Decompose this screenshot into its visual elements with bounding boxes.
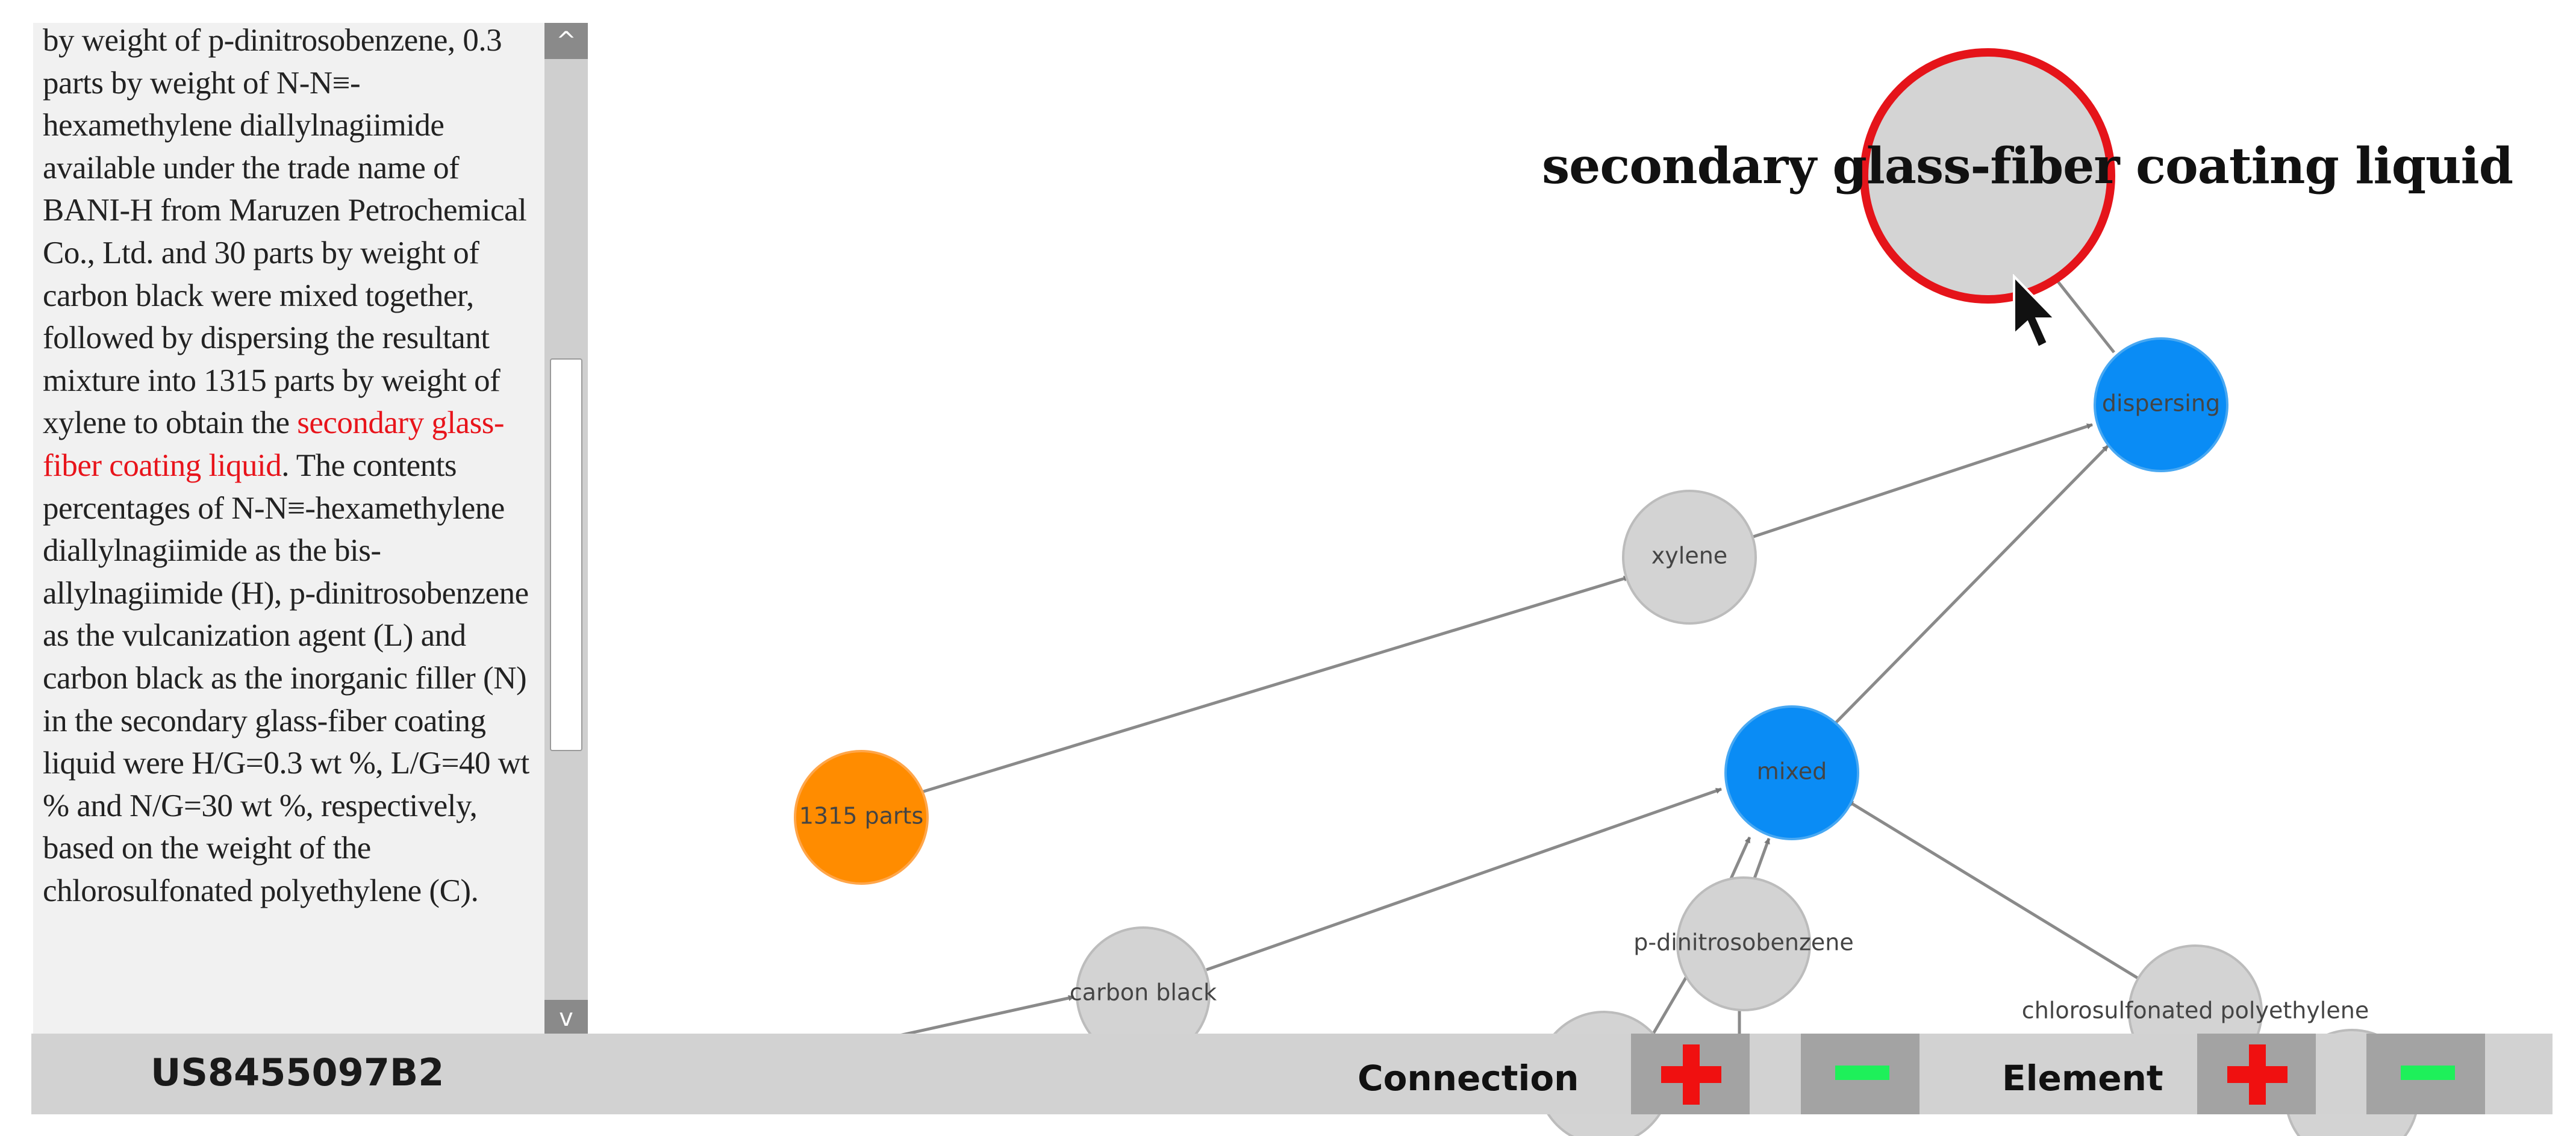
scroll-down-button[interactable]: v xyxy=(544,1000,588,1036)
node-label: mixed xyxy=(1757,758,1827,785)
element-label: Element xyxy=(2002,1058,2163,1099)
node-label: carbon black xyxy=(1070,979,1217,1006)
edge-mixed-to-dispersing[interactable] xyxy=(1830,445,2109,729)
graph-nodes: dispersing xylene mixed 1315 parts carbo… xyxy=(794,48,2419,1136)
node-label: p-dinitrosobenzene xyxy=(1633,929,1854,956)
node-carbon-black[interactable]: carbon black xyxy=(1070,926,1217,1061)
node-label: chlorosulfonated polyethylene xyxy=(2022,997,2369,1024)
node-1315-parts[interactable]: 1315 parts xyxy=(794,750,929,885)
minus-icon xyxy=(2401,1066,2455,1080)
edge-offscreen-to-p-dinitrosobenzene[interactable] xyxy=(1651,967,1693,1035)
graph-title: secondary glass-fiber coating liquid xyxy=(1542,137,2513,195)
node-label: 1315 parts xyxy=(799,803,924,829)
bottom-toolbar: US8455097B2 Connection Element xyxy=(31,1034,2553,1114)
minus-icon xyxy=(1835,1066,1889,1080)
document-id: US8455097B2 xyxy=(151,1050,444,1094)
patent-passage: by weight of p-dinitrosobenzene, 0.3 par… xyxy=(43,23,535,912)
scroll-up-button[interactable]: ^ xyxy=(544,23,588,59)
node-p-dinitrosobenzene[interactable]: p-dinitrosobenzene xyxy=(1633,876,1854,1011)
remove-connection-button[interactable] xyxy=(1801,1034,1920,1114)
node-label: dispersing xyxy=(2102,390,2220,417)
node-label: xylene xyxy=(1651,543,1727,569)
remove-element-button[interactable] xyxy=(2366,1034,2485,1114)
add-element-button[interactable] xyxy=(2197,1034,2316,1114)
graph-edges xyxy=(891,264,2141,1039)
text-panel-scrollbar[interactable]: ^ v xyxy=(544,23,588,1036)
edge-chlorosulfonated-to-mixed[interactable] xyxy=(1847,799,2141,981)
node-xylene[interactable]: xylene xyxy=(1622,490,1757,625)
add-connection-button[interactable] xyxy=(1631,1034,1750,1114)
passage-text: by weight of p-dinitrosobenzene, 0.3 par… xyxy=(43,23,527,441)
edge-carbon-black-to-mixed[interactable] xyxy=(1206,787,1722,972)
node-dispersing[interactable]: dispersing xyxy=(2094,337,2228,472)
edge-offscreen-to-carbon-black[interactable] xyxy=(891,995,1074,1039)
text-panel[interactable]: by weight of p-dinitrosobenzene, 0.3 par… xyxy=(33,23,544,1036)
node-mixed[interactable]: mixed xyxy=(1724,705,1859,840)
connection-label: Connection xyxy=(1358,1058,1579,1099)
mouse-cursor-icon xyxy=(2013,274,2058,349)
passage-text-after: . The contents percentages of N-N≡-hexam… xyxy=(43,448,529,908)
passage-highlight[interactable]: secondary glass-fiber coating liquid xyxy=(43,405,504,483)
edge-xylene-to-dispersing[interactable] xyxy=(1749,423,2093,540)
scrollbar-thumb[interactable] xyxy=(550,358,582,751)
edge-1315-parts-to-xylene[interactable] xyxy=(921,575,1630,794)
node-target-selected[interactable] xyxy=(1860,48,2115,304)
